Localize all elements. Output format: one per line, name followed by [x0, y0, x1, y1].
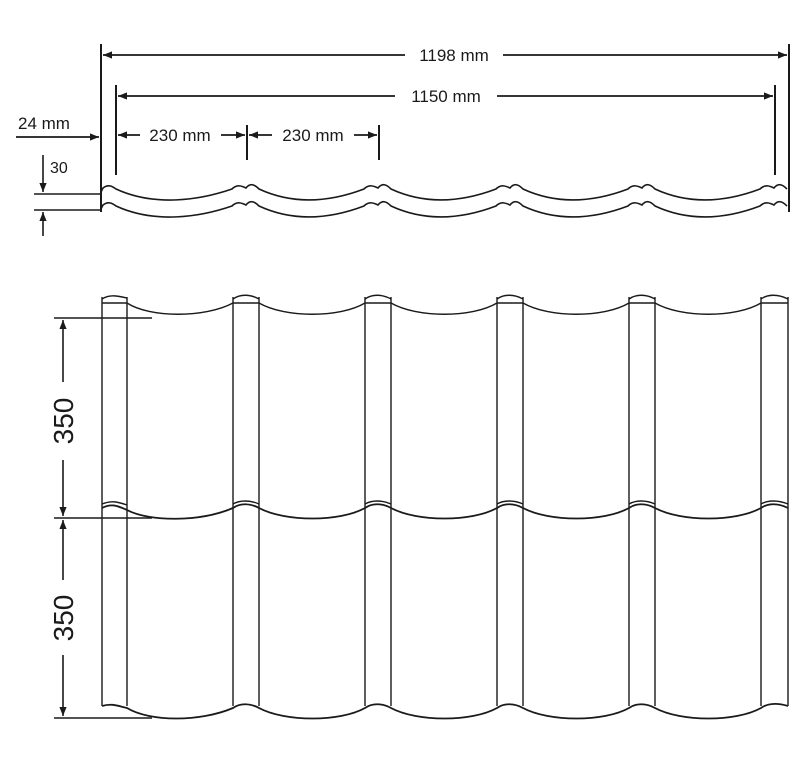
dimension-edge-offset: 24 mm: [16, 114, 99, 141]
row-height-2-label: 350: [48, 595, 79, 642]
overall-width-label: 1198 mm: [419, 46, 489, 65]
wave-pitch-2-label: 230 mm: [282, 126, 343, 145]
dimension-wave-pitch-2: 230 mm: [249, 125, 380, 160]
tile-sheet-front-view: [101, 294, 789, 720]
effective-width-label: 1150 mm: [411, 87, 481, 106]
row-height-1-label: 350: [48, 398, 79, 445]
dimension-row-height-2: 350: [48, 520, 152, 719]
edge-offset-label: 24 mm: [18, 114, 70, 133]
profile-height-label: 30: [50, 160, 68, 177]
tile-profile-section: [100, 183, 788, 218]
wave-pitch-1-label: 230 mm: [149, 126, 210, 145]
dimension-profile-height: 30: [34, 155, 100, 236]
dimension-overall-width: 1198 mm: [100, 44, 790, 212]
dimension-wave-pitch-1: 230 mm: [118, 125, 248, 160]
dimension-effective-width: 1150 mm: [115, 85, 776, 175]
dimension-row-height-1: 350: [48, 317, 152, 519]
